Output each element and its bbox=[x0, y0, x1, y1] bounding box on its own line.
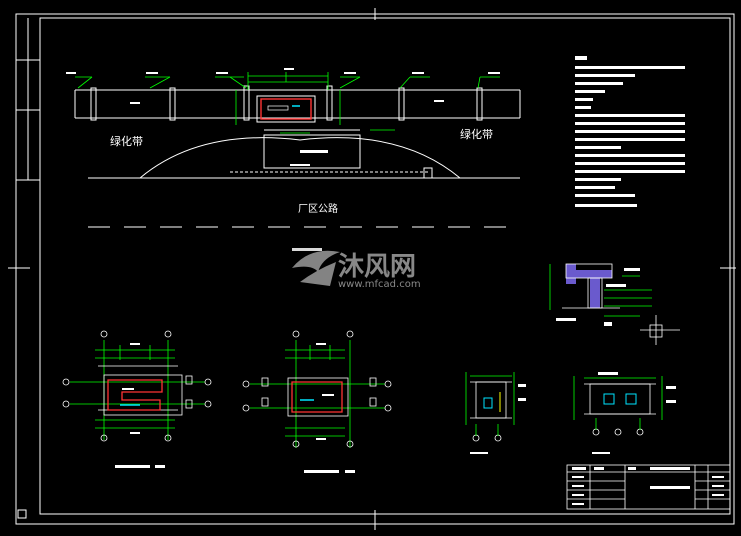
site-elevation: 绿化带 绿化带 厂区公路 bbox=[66, 68, 521, 215]
wall-section-detail bbox=[549, 263, 680, 345]
front-elevation bbox=[573, 372, 676, 454]
floor-plan-1 bbox=[62, 330, 212, 468]
watermark-brand: 沐风网 bbox=[338, 252, 416, 282]
greenbelt-right-label: 绿化带 bbox=[460, 127, 493, 141]
title-block-text bbox=[572, 467, 724, 505]
watermark-url: www.mfcad.com bbox=[338, 279, 421, 290]
mfcad-watermark: 沐风网 www.mfcad.com bbox=[292, 248, 421, 290]
floor-plan-2 bbox=[242, 330, 392, 473]
greenbelt-left-label: 绿化带 bbox=[110, 134, 143, 148]
design-notes-block bbox=[575, 56, 685, 207]
drawing-frame bbox=[8, 8, 736, 530]
side-elevation bbox=[465, 372, 526, 454]
road-label: 厂区公路 bbox=[298, 202, 338, 215]
title-block bbox=[566, 464, 731, 510]
mfcad-logo-icon bbox=[292, 250, 340, 286]
